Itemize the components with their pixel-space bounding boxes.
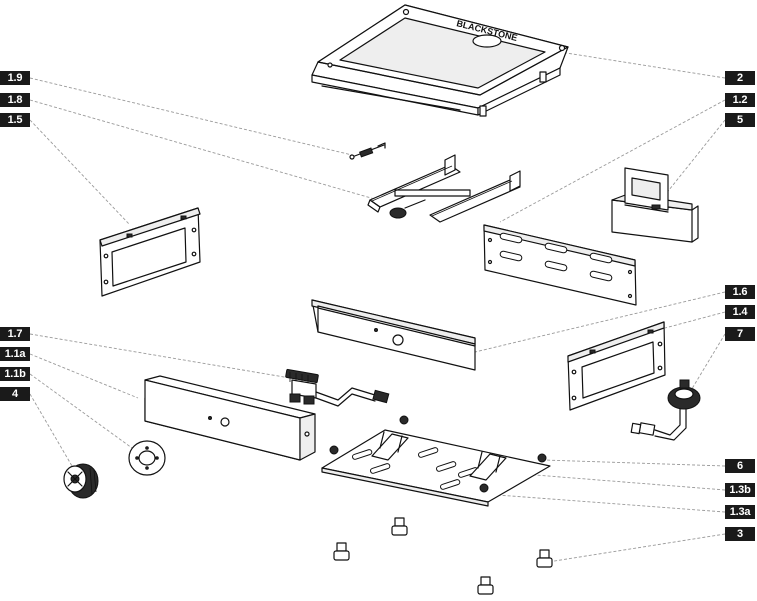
- callout-1-5: 1.5: [0, 113, 30, 127]
- foot-4: [477, 576, 494, 595]
- control-knob-part: [63, 463, 99, 499]
- control-box-housing-part: [144, 375, 316, 461]
- callout-3: 3: [725, 527, 755, 541]
- leveling-feet-part: [333, 517, 553, 595]
- valve-manifold-part: [285, 368, 390, 407]
- callout-1-8: 1.8: [0, 93, 30, 107]
- foot-2: [333, 542, 350, 561]
- left-side-panel-part: [99, 207, 201, 297]
- grease-cup-part: [611, 167, 699, 243]
- callout-1-3b: 1.3b: [725, 483, 755, 497]
- griddle-top-part: BLACKSTONE: [311, 4, 569, 117]
- regulator-part: [630, 379, 701, 441]
- callout-1-6: 1.6: [725, 285, 755, 299]
- callout-2: 2: [725, 71, 755, 85]
- mounting-plate-part: [128, 440, 166, 476]
- rear-vent-panel-part: [483, 224, 637, 306]
- callout-5: 5: [725, 113, 755, 127]
- callout-1-4: 1.4: [725, 305, 755, 319]
- base-plate-part: [321, 415, 551, 507]
- burner-tubes-part: [367, 154, 521, 223]
- leader-lines: [29, 51, 726, 563]
- callout-6: 6: [725, 459, 755, 473]
- igniter-electrode-part: [349, 142, 386, 160]
- foot-3: [536, 549, 553, 568]
- callout-4: 4: [0, 387, 30, 401]
- callout-1-7: 1.7: [0, 327, 30, 341]
- callout-1-1b: 1.1b: [0, 367, 30, 381]
- foot-1: [391, 517, 408, 536]
- callout-1-3a: 1.3a: [725, 505, 755, 519]
- callout-1-9: 1.9: [0, 71, 30, 85]
- front-control-panel-part: [311, 299, 476, 371]
- callout-7: 7: [725, 327, 755, 341]
- right-side-panel-part: [567, 321, 666, 411]
- callout-1-1a: 1.1a: [0, 347, 30, 361]
- callout-1-2: 1.2: [725, 93, 755, 107]
